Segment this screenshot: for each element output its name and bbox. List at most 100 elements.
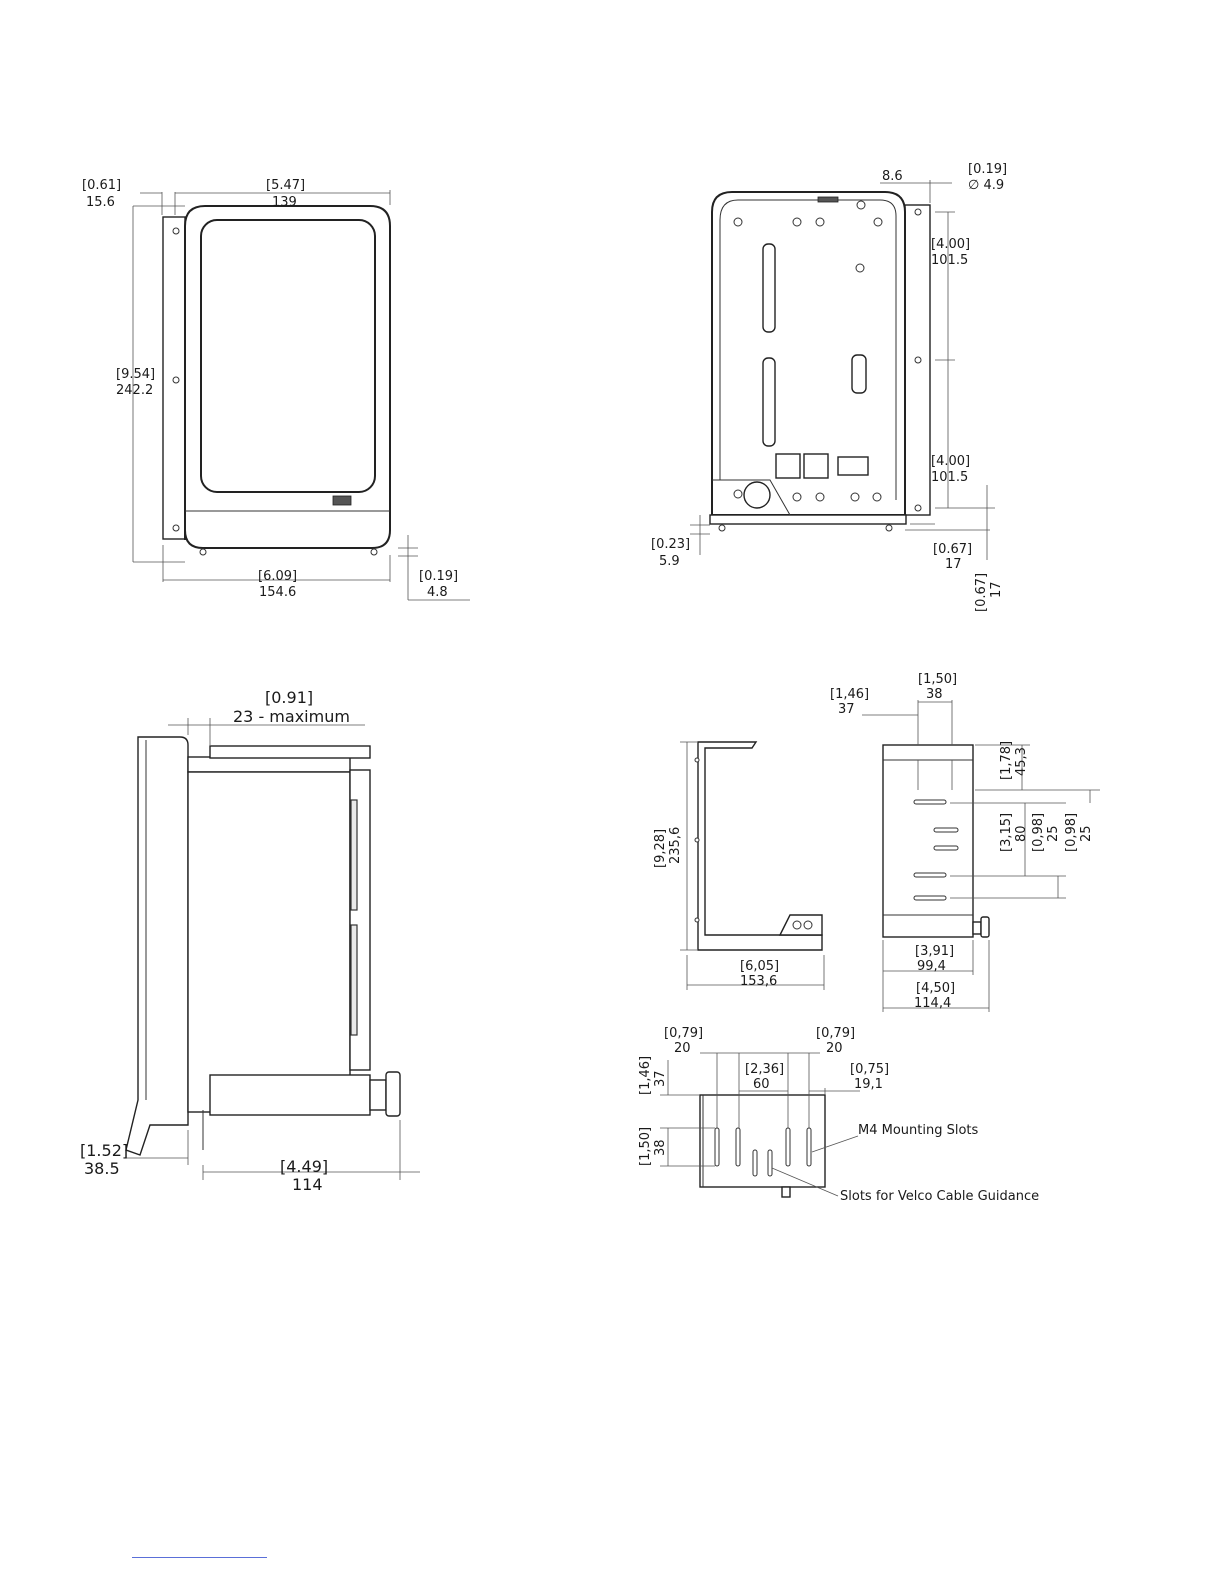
bracket-bottom-a-mm: 20 [674,1041,691,1056]
side-gap-in: [0.91] [265,688,313,707]
mounting-slot-1 [714,1127,720,1167]
rear-base-plate [709,514,907,525]
side-mount-bracket [209,1074,371,1116]
bracket-back-view [862,700,1100,1012]
mounting-slots-label: M4 Mounting Slots [858,1123,979,1138]
rear-lower-bay [712,479,791,516]
side-gap-mm: 23 - maximum [233,707,350,726]
rear-left-offset-mm: 5.9 [659,554,680,569]
front-foot-left [199,548,207,556]
side-top-plate [187,756,351,773]
bracket-bottom-view [660,1052,860,1198]
side-view [125,718,420,1180]
d-sub-connector-lower [762,357,776,447]
bracket-back-b-mm: 38 [926,687,943,702]
rear-flange-hole-top [914,208,922,216]
bracket-bottom-c-in: [2,36] [745,1062,784,1077]
mounting-slot-2 [735,1127,741,1167]
bracket-back-h-in: [4,50] [916,981,955,996]
velcro-slot-2 [767,1149,773,1177]
terminal-block [837,456,869,476]
rear-bottom-mm: 17 [945,557,962,572]
side-top-bracket [209,745,371,759]
rear-upper-spacing-in: [4.00] [931,237,970,252]
bracket-bottom-e-mm: 37 [653,1070,668,1087]
side-connector-upper [350,799,358,911]
rear-screws [733,200,883,502]
front-housing [184,205,391,549]
front-bottom-in: [0.19] [419,569,458,584]
bracket-back-e-mm: 25 [1046,825,1061,842]
rear-flange-hole-mid [914,356,922,364]
rear-bottom-in: [0.67] [933,542,972,557]
rj45-port-1 [775,453,801,479]
side-view-dimensions: [0.91] 23 - maximum [1.52] 38.5 [4.49] 1… [80,688,350,1194]
bracket-back-d-mm: 80 [1014,825,1029,842]
bracket-back-f-in: [0,98] [1064,813,1079,852]
bracket-height-in: [9,28] [653,829,668,868]
mounting-slot-3 [785,1127,791,1167]
bracket-side-view [680,741,825,990]
bracket-back-a-mm: 37 [838,702,855,717]
front-offset-mm: 15.6 [86,195,115,210]
rear-lower-spacing-in: [4.00] [931,454,970,469]
bracket-back-knob-shaft [972,921,982,935]
front-width-in: [5.47] [266,178,305,193]
front-overall-width-in: [6.09] [258,569,297,584]
bracket-width-mm: 153,6 [740,974,777,989]
bracket-side-profile [697,741,823,951]
front-flange-hole-bottom [172,524,180,532]
mounting-slot-4 [806,1127,812,1167]
rear-lower-spacing-mm: 101.5 [931,470,968,485]
bracket-bottom-f-in: [1,50] [638,1127,653,1166]
bracket-bottom-plate [699,1094,826,1188]
rear-flange-hole-bottom [914,504,922,512]
side-knob-shaft [369,1079,387,1111]
front-flange-hole-top [172,227,180,235]
usb-port [332,495,352,506]
side-thumb-screw [385,1071,401,1117]
front-foot-right [370,548,378,556]
rear-left-offset-in: [0.23] [651,537,690,552]
bracket-back-plate [882,744,974,938]
bracket-back-dimensions: [1,46] 37 [1,50] 38 [1,78] 45,3 [3,15] 8… [830,672,1094,1011]
bracket-bottom-b-in: [0,79] [816,1026,855,1041]
bracket-bottom-f-mm: 38 [653,1139,668,1156]
side-depth-mm: 114 [292,1175,323,1194]
d-sub-connector-upper [762,243,776,333]
bracket-back-h-mm: 114,4 [914,996,951,1011]
rear-housing [711,191,906,516]
bracket-back-b-in: [1,50] [918,672,957,687]
rear-side-mm: 17 [989,581,1004,598]
bracket-back-c-in: [1,78] [999,741,1014,780]
rear-upper-spacing-mm: 101.5 [931,253,968,268]
front-height-mm: 242.2 [116,383,153,398]
bracket-back-g-mm: 99,4 [917,959,946,974]
db9-connector [851,354,867,394]
velcro-slot-1 [752,1149,758,1177]
bracket-bottom-a-in: [0,79] [664,1026,703,1041]
bracket-back-a-in: [1,46] [830,687,869,702]
bracket-back-e-in: [0,98] [1031,813,1046,852]
side-front-mm: 38.5 [84,1159,120,1178]
velcro-slots-label: Slots for Velco Cable Guidance [840,1189,1039,1204]
side-housing-body [187,771,351,1113]
bracket-bottom-dimensions: [0,79] 20 [0,79] 20 [2,36] 60 [0,75] 19,… [638,1026,1039,1204]
rear-top-offset-mm: 8.6 [882,169,903,184]
bnc-connector [743,481,771,509]
footer-link-underline [132,1557,267,1558]
rear-side-in: [0.67] [974,573,989,612]
bracket-bottom-knob [781,1186,791,1198]
side-connector-lower [350,924,358,1036]
rear-view [690,180,995,560]
front-offset-in: [0.61] [82,178,121,193]
rear-hole-in: [0.19] [968,162,1007,177]
rear-hole-mm: ∅ 4.9 [968,178,1004,193]
bracket-width-in: [6,05] [740,959,779,974]
bracket-back-c-mm: 45,3 [1014,747,1029,776]
bracket-bottom-d-in: [0,75] [850,1062,889,1077]
bracket-back-knob [980,916,990,938]
bracket-side-dimensions: [9,28] 235,6 [6,05] 153,6 [653,827,779,989]
front-bottom-mm: 4.8 [427,585,448,600]
